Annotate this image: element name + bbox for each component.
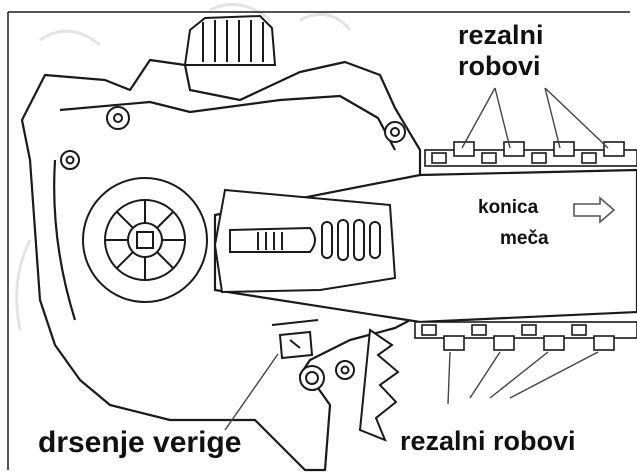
- bumper-spikes: [358, 328, 400, 442]
- handle-knob: [183, 14, 277, 66]
- watermark: [15, 2, 352, 331]
- label-bar-tip-line2: meča: [500, 228, 549, 249]
- label-bar-tip-line1: konica: [478, 197, 539, 218]
- pointer-lines: [224, 87, 609, 431]
- sprocket-wheel: [82, 177, 208, 303]
- chain-guide-part: [271, 319, 319, 360]
- label-cutting-teeth-top-line2: robovi: [458, 51, 541, 81]
- bolts: [60, 106, 406, 391]
- chain-bottom: [414, 321, 637, 351]
- frame: [7, 11, 630, 470]
- label-chain-guide: drsenje verige: [38, 426, 242, 459]
- bar-cover: [213, 188, 397, 294]
- chain-top: [424, 141, 637, 167]
- arrow-right-icon: [573, 196, 616, 224]
- label-cutting-teeth-top-line1: rezalni: [458, 20, 544, 50]
- label-cutting-teeth-bottom: rezalni robovi: [400, 426, 576, 456]
